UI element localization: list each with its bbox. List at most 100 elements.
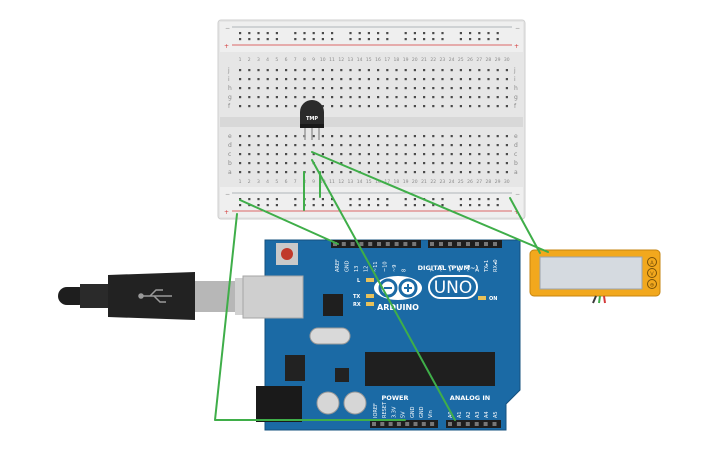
terminal-hole (285, 153, 288, 156)
rail-minus-bottom: − (225, 191, 230, 198)
header-pin (430, 422, 435, 426)
reset-button[interactable] (281, 248, 293, 260)
analog-pin-label-2: A2 (466, 411, 472, 418)
digital-pin-label-r-3: 4 (457, 269, 463, 272)
analog-pin-label-4: A4 (484, 411, 490, 418)
terminal-hole (331, 135, 334, 138)
terminal-hole (303, 69, 306, 72)
header-pin (466, 242, 470, 246)
digital-pin-label-r-5: 2 (475, 269, 481, 272)
terminal-hole (266, 96, 269, 99)
column-number: 28 (486, 179, 492, 185)
arduino-board[interactable]: UNO ARDUINO L TX RX ON DIGITAL (PWM~) PO… (242, 239, 521, 431)
rail-hole (275, 198, 278, 201)
terminal-hole (423, 162, 426, 165)
header-pin-holes (333, 242, 497, 426)
terminal-hole (275, 69, 278, 72)
rail-hole (331, 38, 334, 41)
terminal-hole (358, 69, 361, 72)
column-number: 22 (430, 57, 436, 63)
terminal-hole (487, 87, 490, 90)
terminal-hole (331, 78, 334, 81)
header-pin (405, 422, 410, 426)
terminal-hole (367, 135, 370, 138)
terminal-hole (367, 87, 370, 90)
rail-hole (487, 198, 490, 201)
rail-hole (386, 198, 389, 201)
terminal-hole (395, 78, 398, 81)
rail-hole (257, 38, 260, 41)
terminal-hole (312, 96, 315, 99)
terminal-hole (423, 69, 426, 72)
terminal-hole (257, 87, 260, 90)
rail-hole (478, 198, 481, 201)
column-number: 16 (375, 179, 381, 185)
terminal-hole (395, 171, 398, 174)
header-pin (493, 242, 497, 246)
rail-hole (413, 198, 416, 201)
terminal-hole (404, 87, 407, 90)
header-pin (413, 422, 418, 426)
analog-header-label: ANALOG IN (450, 394, 490, 402)
column-number: 9 (312, 179, 315, 185)
column-number: 24 (449, 57, 455, 63)
terminal-hole (367, 78, 370, 81)
terminal-hole (340, 96, 343, 99)
analog-pin-label-3: A3 (475, 411, 481, 418)
terminal-hole (275, 78, 278, 81)
terminal-hole (331, 96, 334, 99)
wire-gnd-rail (239, 199, 339, 245)
terminal-hole (340, 69, 343, 72)
terminal-hole (266, 78, 269, 81)
header-pin (385, 242, 390, 246)
terminal-hole (469, 105, 472, 108)
terminal-hole (505, 135, 508, 138)
terminal-hole (469, 96, 472, 99)
multimeter[interactable]: A V ⊕ (529, 249, 661, 304)
temperature-sensor[interactable]: TMP (300, 100, 324, 140)
rail-hole (275, 38, 278, 41)
rail-hole (469, 204, 472, 207)
power-header (370, 420, 438, 428)
terminal-hole (450, 171, 453, 174)
terminal-hole (340, 162, 343, 165)
digital-pin-label-r-6: TX▸1 (484, 260, 490, 273)
column-number: 23 (440, 179, 446, 185)
terminal-hole (285, 135, 288, 138)
column-number: 12 (338, 179, 344, 185)
terminal-hole (478, 171, 481, 174)
rail-hole (248, 198, 251, 201)
header-pin (484, 242, 488, 246)
row-label-b: b (228, 160, 232, 167)
rail-hole (386, 204, 389, 207)
terminal-hole (331, 153, 334, 156)
rail-hole (358, 38, 361, 41)
usb-cable (58, 272, 265, 320)
terminal-hole (321, 162, 324, 165)
terminal-hole (239, 69, 242, 72)
wires[interactable] (214, 151, 549, 421)
rail-hole (423, 32, 426, 35)
column-number: 15 (366, 179, 372, 185)
terminal-hole (469, 69, 472, 72)
rail-hole (423, 204, 426, 207)
terminal-hole (321, 69, 324, 72)
terminal-hole (496, 87, 499, 90)
terminal-hole (441, 78, 444, 81)
rail-hole (413, 204, 416, 207)
rail-hole (303, 32, 306, 35)
terminal-hole (275, 135, 278, 138)
terminal-hole (404, 144, 407, 147)
usb-icon (138, 289, 172, 303)
column-number: 7 (294, 179, 297, 185)
terminal-hole (377, 135, 380, 138)
terminal-hole (340, 87, 343, 90)
terminal-hole (266, 135, 269, 138)
terminal-hole (478, 135, 481, 138)
row-label-i: i (514, 76, 516, 83)
header-pin (368, 242, 373, 246)
column-number: 3 (257, 57, 260, 63)
terminal-hole (257, 96, 260, 99)
